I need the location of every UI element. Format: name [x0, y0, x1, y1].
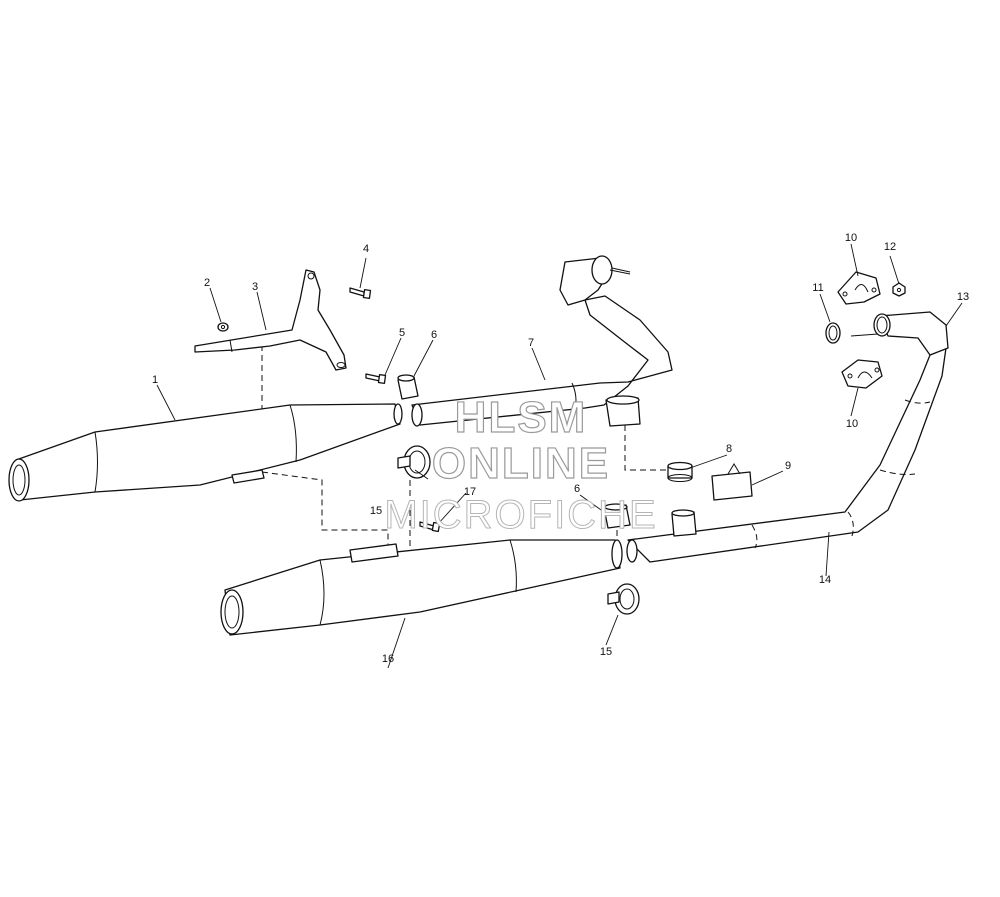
callout-15-upper: 15: [370, 505, 382, 517]
watermark-line-1: HLSM: [455, 393, 588, 442]
sleeve-part-6-lower: [603, 503, 631, 529]
nut-part-2: [217, 322, 229, 332]
muffler-part-1: [8, 403, 403, 502]
callout-1: 1: [152, 374, 158, 386]
head-pipe-part-14: [626, 347, 947, 563]
callouts: 1 2 3 4 5 6 7 8 9 10 12 11 13 10 6 17 15…: [152, 232, 969, 665]
callout-5: 5: [399, 327, 405, 339]
watermark-line-3: MICROFICHE: [384, 493, 657, 537]
clamp-part-15-lower: [607, 583, 640, 615]
callout-13: 13: [957, 291, 969, 303]
callout-9: 9: [785, 460, 791, 472]
callout-10-upper: 10: [845, 232, 857, 244]
callout-6-upper: 6: [431, 329, 437, 341]
callout-3: 3: [252, 281, 258, 293]
bracket-part-3: [194, 269, 347, 371]
clamp-part-15-upper: [397, 445, 431, 479]
ring-part-8: [667, 461, 693, 482]
bolt-part-5: [365, 373, 387, 385]
callout-12: 12: [884, 241, 896, 253]
gasket-part-11: [825, 322, 841, 344]
watermark: HLSM ONLINE MICROFICHE: [384, 392, 657, 537]
flange-part-10-upper: [837, 271, 881, 305]
callout-4: 4: [363, 243, 369, 255]
callout-2: 2: [204, 277, 210, 289]
callout-14: 14: [819, 574, 831, 586]
callout-7: 7: [528, 337, 534, 349]
elbow-part-13: [873, 311, 949, 356]
callout-11: 11: [812, 282, 823, 294]
flange-part-10-lower: [841, 359, 883, 389]
callout-8: 8: [726, 443, 732, 455]
screw-part-17: [419, 521, 441, 533]
head-pipe-part-7: [411, 255, 673, 427]
callout-16: 16: [382, 653, 394, 665]
bolt-part-4: [349, 287, 372, 300]
leader-lines: [156, 243, 963, 669]
muffler-part-16: [220, 539, 623, 636]
callout-17: 17: [464, 486, 476, 498]
nut-part-12: [892, 282, 906, 297]
sleeve-part-6-upper: [397, 374, 419, 400]
watermark-line-2: ONLINE: [432, 439, 610, 488]
callout-6-lower: 6: [574, 483, 580, 495]
callout-10-lower: 10: [846, 418, 858, 430]
callout-15-lower: 15: [600, 646, 612, 658]
heat-shield-part-9: [711, 463, 753, 501]
